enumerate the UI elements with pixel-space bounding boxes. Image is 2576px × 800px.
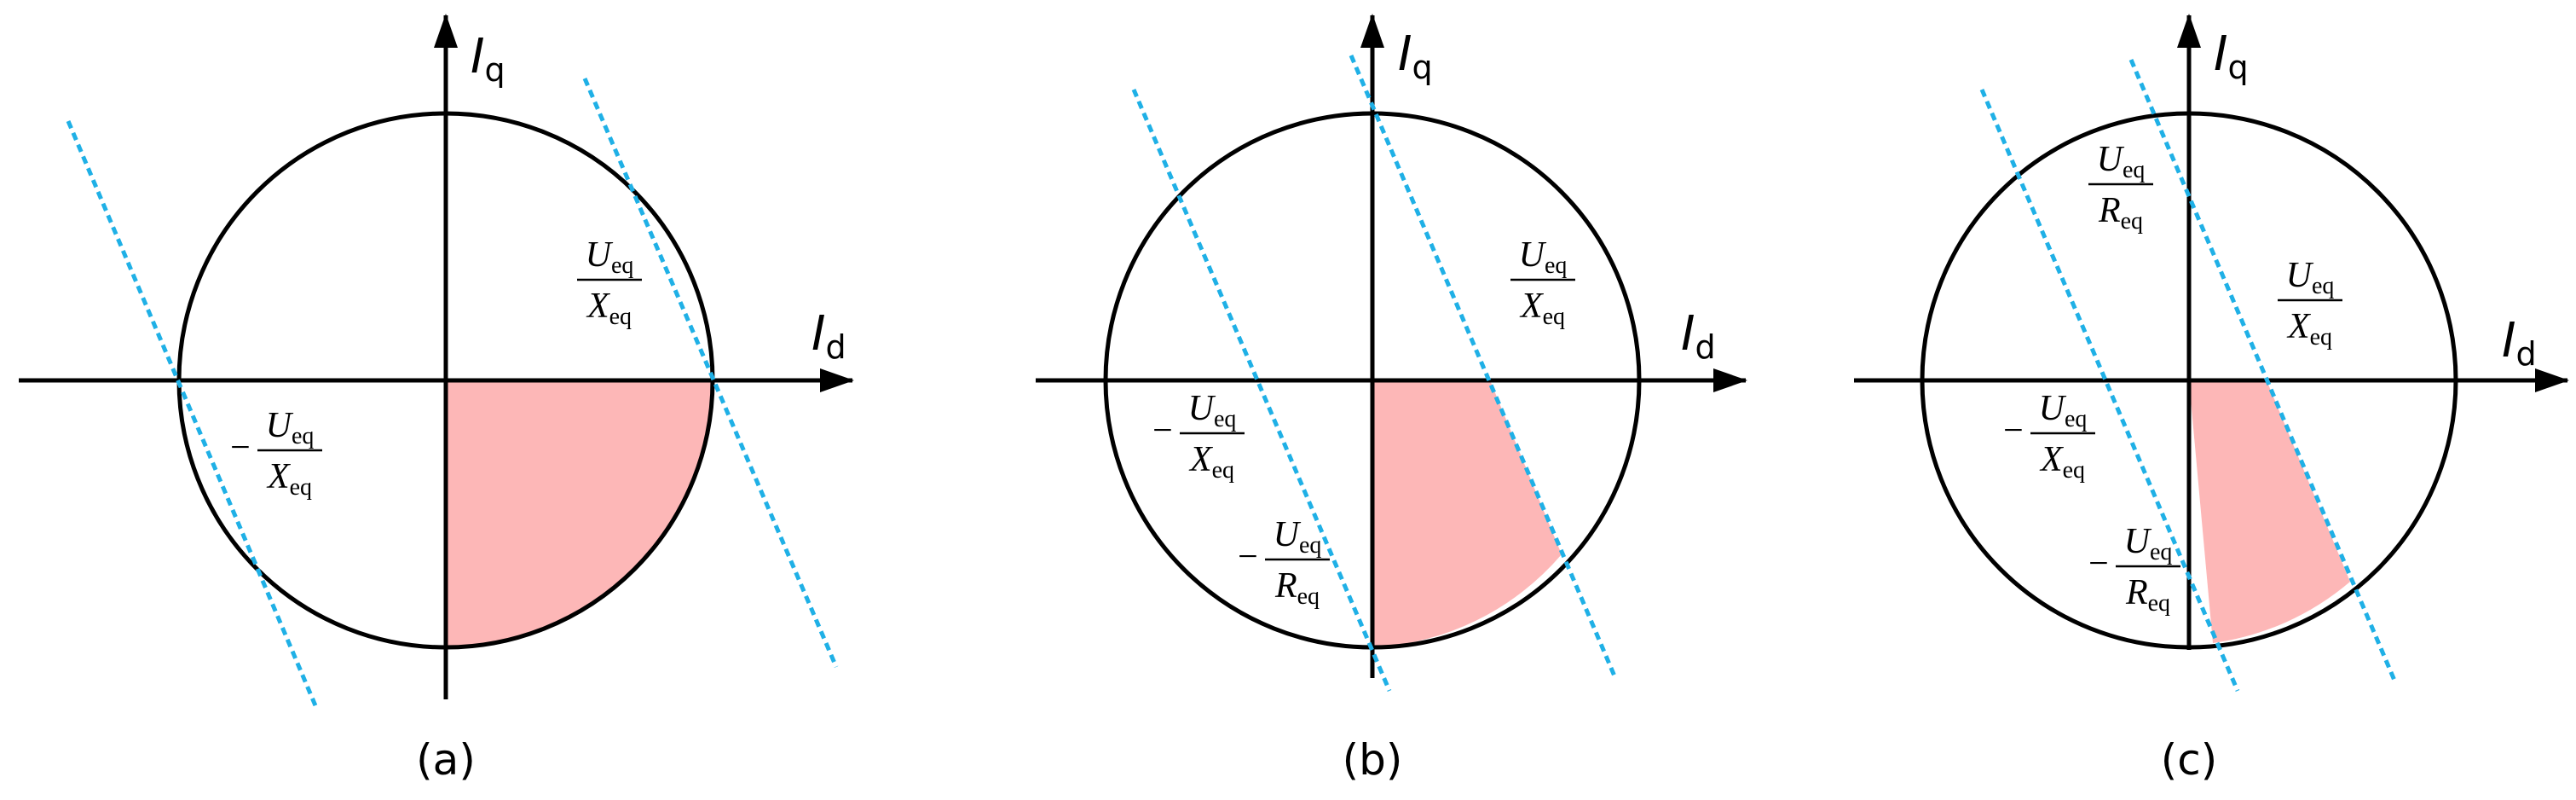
fraction-denominator: Req: [2098, 191, 2143, 235]
fraction-denominator: Xeq: [2286, 307, 2332, 351]
fraction-numerator: Ueq: [1188, 389, 1237, 432]
constraint-line-right: [582, 78, 839, 668]
annotation-fraction: − Ueq Xeq: [1152, 389, 1245, 484]
feasible-region: [446, 380, 713, 647]
annotation-fraction: − Ueq Req: [2088, 522, 2180, 617]
fraction-denominator: Xeq: [1188, 440, 1234, 484]
annotation-fraction: − Ueq Req: [1238, 515, 1330, 610]
constraint-line-x: [1349, 55, 1618, 679]
fraction-numerator: Ueq: [2097, 140, 2146, 183]
annotation-fraction: Ueq Req: [2088, 140, 2153, 235]
fraction-denominator: Xeq: [2039, 440, 2085, 484]
annotation-fraction: − Ueq Xeq: [2003, 389, 2095, 484]
panel-label: (b): [1343, 735, 1403, 785]
fraction-numerator: Ueq: [586, 235, 634, 279]
fraction-numerator: Ueq: [1274, 515, 1322, 559]
fraction-denominator: Xeq: [266, 457, 312, 501]
fraction-numerator: Ueq: [1519, 235, 1568, 279]
fraction-denominator: Req: [1274, 566, 1320, 610]
minus-sign: −: [1238, 537, 1258, 577]
panel-label: (c): [2161, 735, 2218, 785]
constraint-line-x: [2128, 59, 2398, 683]
panel-b: Iq Id Ueq Xeq − Ueq Xeq − Ueq Req (b): [1036, 14, 1747, 785]
minus-sign: −: [1152, 411, 1173, 450]
fraction-numerator: Ueq: [2286, 256, 2335, 299]
annotation-fraction: Ueq Xeq: [2278, 256, 2342, 351]
annotation-fraction: Ueq Xeq: [577, 235, 642, 330]
q-axis-label: Iq: [471, 29, 505, 89]
panel-c: Iq Id Ueq Req Ueq Xeq − Ueq Xeq − Ueq Re…: [1854, 14, 2569, 785]
minus-sign: −: [230, 428, 251, 467]
d-axis-label: Id: [811, 306, 846, 366]
annotation-fraction: − Ueq Xeq: [230, 406, 322, 501]
fraction-denominator: Xeq: [586, 287, 632, 330]
panel-label: (a): [416, 735, 476, 785]
fraction-denominator: Req: [2125, 573, 2170, 617]
constraint-line-left: [66, 120, 320, 710]
constraint-line-r: [1979, 89, 2240, 692]
current-limit-circle: [1920, 111, 2458, 650]
minus-sign: −: [2088, 544, 2109, 583]
fraction-numerator: Ueq: [266, 406, 315, 449]
minus-sign: −: [2003, 411, 2024, 450]
annotation-fraction: Ueq Xeq: [1510, 235, 1575, 330]
q-axis-label: Iq: [2214, 26, 2249, 86]
q-axis-label: Iq: [1398, 26, 1433, 86]
panel-a: Iq Id Ueq Xeq − Ueq Xeq (a): [19, 14, 854, 785]
fraction-denominator: Xeq: [1519, 287, 1565, 330]
constraint-line-r: [1131, 89, 1392, 692]
d-axis-label: Id: [1681, 306, 1716, 366]
fraction-numerator: Ueq: [2039, 389, 2088, 432]
fraction-numerator: Ueq: [2124, 522, 2173, 565]
feasible-region: [2189, 380, 2350, 643]
d-axis-label: Id: [2502, 313, 2537, 373]
feasible-region: [1372, 380, 1562, 647]
